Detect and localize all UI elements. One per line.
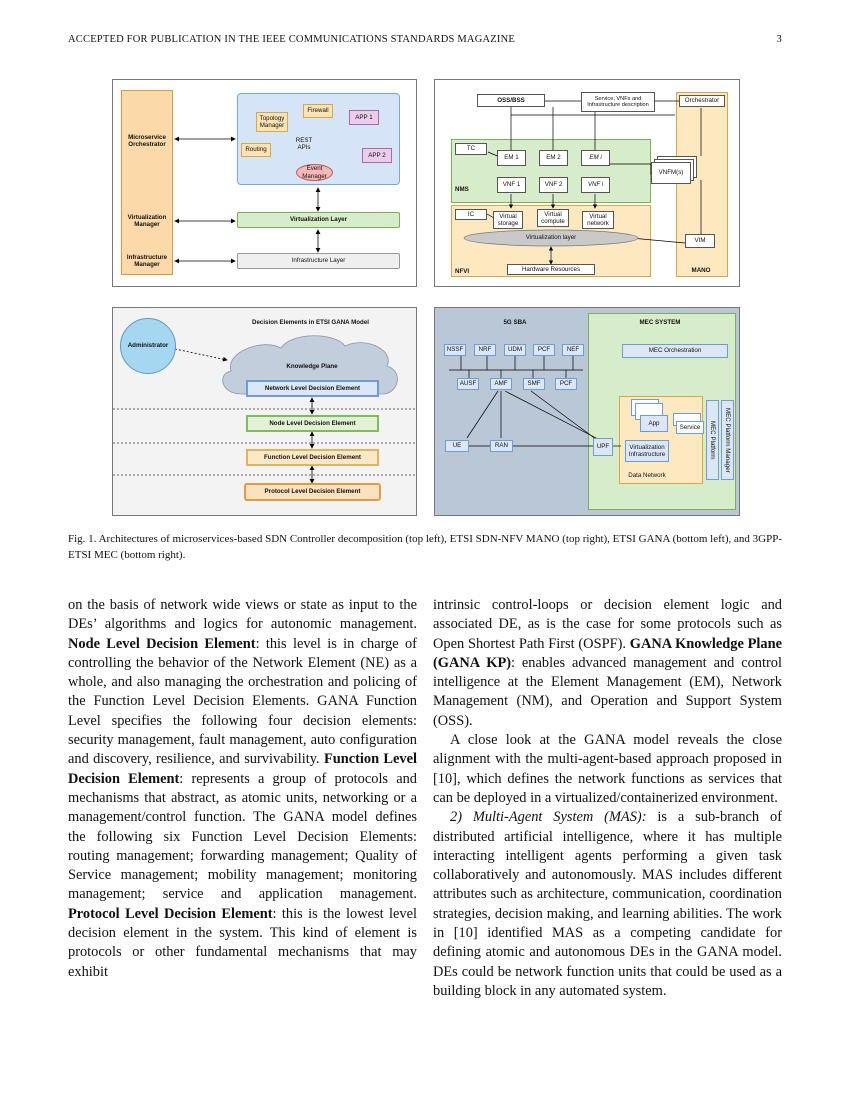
rest-apis: REST APIs	[295, 136, 313, 151]
app-1: APP 1	[349, 110, 379, 125]
nms-label: NMS	[455, 186, 469, 194]
infrastructure-layer: Infrastructure Layer	[237, 253, 400, 269]
left-text-4: : this is the lowest level decision elem…	[68, 905, 417, 980]
infrastructure-manager: Infrastructure Manager	[126, 253, 168, 268]
knowledge-plane: Knowledge Plane	[286, 363, 338, 371]
em-1: EM 1	[497, 150, 526, 166]
nssf: NSSF	[444, 344, 466, 356]
protocol-level-de: Protocol Level Decision Element	[244, 483, 381, 501]
right-text-1c: : enables advanced management and contro…	[433, 654, 782, 729]
firewall: Firewall	[303, 104, 333, 118]
smf: SMF	[523, 378, 545, 390]
administrator: Administrator	[120, 318, 176, 374]
nfvi-virtualization-layer: Virtualization layer	[525, 234, 577, 242]
right-text-1a: intrinsic control-loops or decision elem…	[433, 597, 782, 652]
left-text-1: on the basis of network wide views or st…	[68, 597, 417, 633]
left-text-3: : represents a group of protocols and me…	[68, 770, 417, 903]
right-paragraph-3: 2) Multi-Agent System (MAS): is a sub-br…	[433, 808, 782, 1001]
data-network: Data Network	[628, 471, 666, 479]
tc: TC	[455, 143, 487, 155]
figure-caption: Fig. 1. Architectures of microservices-b…	[68, 533, 782, 561]
udm: UDM	[504, 344, 526, 356]
mec-system-title: MEC SYSTEM	[639, 319, 681, 327]
app-2: APP 2	[362, 148, 392, 163]
protocol-level-heading: Protocol Level Decision Element	[68, 905, 273, 922]
left-paragraph: on the basis of network wide views or st…	[68, 596, 417, 982]
virtual-compute: Virtual compute	[537, 209, 569, 227]
ausf: AUSF	[457, 378, 479, 390]
em-i: EM i	[581, 150, 610, 166]
figure-sdn-controller: Microservice Orchestrator Virtualization…	[112, 79, 417, 287]
virtual-network: Virtual network	[582, 211, 614, 229]
network-level-de: Network Level Decision Element	[246, 380, 379, 397]
event-manager: Event Manager	[296, 164, 333, 181]
mec-platform: MEC Platform	[706, 400, 719, 480]
routing: Routing	[241, 143, 271, 157]
pcf-mid: PCF	[555, 378, 577, 390]
microservice-orchestrator: Microservice Orchestrator	[128, 133, 166, 148]
oss-bss: OSS/BSS	[477, 94, 545, 107]
function-level-de: Function Level Decision Element	[246, 449, 379, 466]
em-2: EM 2	[539, 150, 568, 166]
virtualization-infrastructure: Virtualization Infrastructure	[625, 440, 669, 462]
page-number: 3	[776, 34, 782, 45]
virtual-storage: Virtual storage	[493, 211, 523, 229]
topology-manager: Topology Manager	[256, 112, 288, 132]
right-paragraph-2: A close look at the GANA model reveals t…	[433, 732, 782, 806]
hardware-resources: Hardware Resources	[507, 264, 595, 275]
gana-lines	[113, 335, 416, 484]
figure-5g-mec: 5G SBA MEC SYSTEM NSSF NRF UDM PCF NEF A…	[434, 307, 740, 516]
service: Service	[676, 421, 704, 434]
virtualization-layer: Virtualization Layer	[237, 212, 400, 228]
ran: RAN	[490, 440, 513, 452]
vnf-2: VNF 2	[539, 177, 568, 193]
vim: VIM	[685, 234, 715, 248]
mas-heading: 2) Multi-Agent System (MAS):	[450, 809, 647, 826]
running-header: ACCEPTED FOR PUBLICATION IN THE IEEE COM…	[68, 34, 782, 45]
pcf-top: PCF	[533, 344, 555, 356]
mano-label: MANO	[691, 267, 711, 275]
vnfm: VNFM(s)	[651, 162, 691, 184]
app: App	[640, 415, 668, 432]
mano-lines	[463, 100, 702, 265]
sba-title: 5G SBA	[503, 319, 527, 327]
mec-lines	[449, 356, 621, 447]
vnf-i: VNF i	[581, 177, 610, 193]
orchestrator-column	[121, 90, 173, 275]
gana-kp-heading: GANA Knowledge Plane (GANA KP)	[433, 635, 782, 671]
figure-gana: Decision Elements in ETSI GANA Model Adm…	[112, 307, 417, 516]
left-column: on the basis of network wide views or st…	[68, 596, 417, 982]
right-text-3b: is a sub-branch of distributed artificia…	[433, 809, 782, 999]
ue: UE	[445, 440, 469, 452]
journal-header: ACCEPTED FOR PUBLICATION IN THE IEEE COM…	[68, 34, 515, 45]
upf: UPF	[593, 438, 613, 456]
nfvi-label: NFVI	[455, 268, 470, 276]
gana-title: Decision Elements in ETSI GANA Model	[251, 319, 369, 327]
orchestrator: Orchestrator	[679, 95, 725, 107]
right-paragraph-1: intrinsic control-loops or decision elem…	[433, 596, 782, 731]
node-level-de: Node Level Decision Element	[246, 415, 379, 432]
virtualization-manager: Virtualization Manager	[127, 213, 167, 228]
vnf-1: VNF 1	[497, 177, 526, 193]
right-column: intrinsic control-loops or decision elem…	[433, 596, 782, 1001]
ic: IC	[455, 209, 487, 220]
node-level-heading: Node Level Decision Element	[68, 635, 256, 652]
amf: AMF	[490, 378, 512, 390]
nrf: NRF	[474, 344, 496, 356]
figure-nfv-mano: OSS/BSS Service, VNFs and Infrastructure…	[434, 79, 740, 287]
nef: NEF	[562, 344, 584, 356]
function-level-heading: Function Level Decision Element	[68, 751, 418, 787]
mec-orchestration: MEC Orchestration	[622, 344, 728, 358]
mec-platform-manager: MEC Platform Manager	[721, 400, 734, 480]
left-text-2: : this level is in charge of controlling…	[68, 635, 417, 768]
service-vnf-description: Service, VNFs and Infrastructure descrip…	[581, 92, 655, 112]
